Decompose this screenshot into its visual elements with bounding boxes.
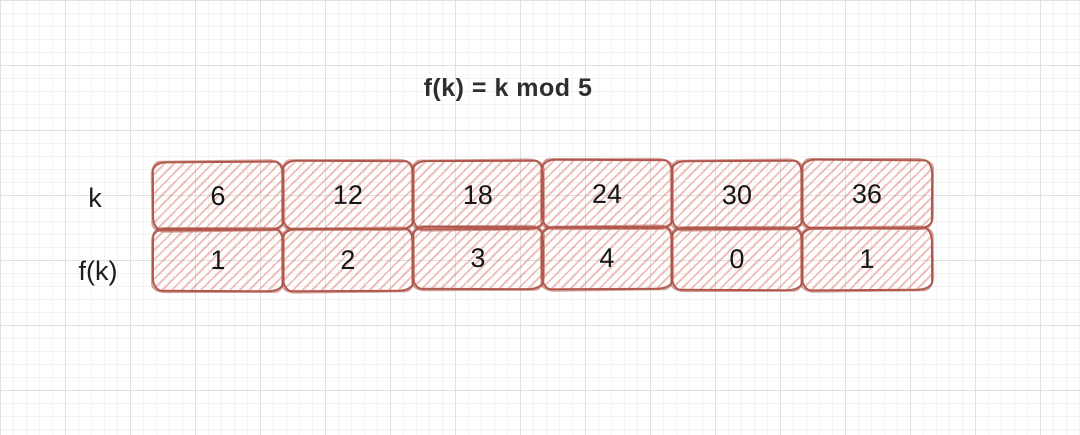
table-cell: 4: [541, 225, 674, 291]
table-cell: 0: [671, 226, 804, 292]
table-row-k: 6 12 18 24 30 36: [151, 158, 934, 232]
cell-value: 2: [340, 244, 356, 275]
cell-value: 12: [332, 179, 363, 210]
table-cell: 30: [671, 159, 804, 231]
table-cell: 24: [541, 158, 674, 230]
table-cell: 2: [281, 227, 414, 293]
table-cell: 1: [151, 227, 284, 293]
cell-value: 24: [592, 178, 623, 209]
table-cell: 18: [411, 159, 544, 231]
cell-value: 1: [210, 244, 226, 275]
cell-value: 0: [729, 243, 745, 274]
cell-value: 30: [722, 179, 753, 210]
mod-table: 6 12 18 24 30 36 1 2 3 4 0 1: [151, 158, 934, 293]
cell-value: 3: [470, 242, 486, 273]
table-cell: 3: [411, 225, 544, 291]
row-label-fk: f(k): [78, 256, 118, 286]
diagram-title: f(k) = k mod 5: [423, 74, 593, 102]
table-cell: 36: [800, 158, 934, 230]
cell-value: 4: [599, 242, 615, 273]
cell-value: 6: [210, 180, 226, 211]
cell-value: 36: [851, 178, 883, 209]
cell-value: 1: [859, 243, 875, 274]
row-label-k: k: [88, 183, 102, 213]
table-row-fk: 1 2 3 4 0 1: [151, 225, 934, 293]
table-cell: 6: [151, 160, 285, 232]
table-cell: 1: [800, 226, 934, 292]
table-cell: 12: [281, 159, 414, 231]
cell-value: 18: [462, 179, 493, 210]
